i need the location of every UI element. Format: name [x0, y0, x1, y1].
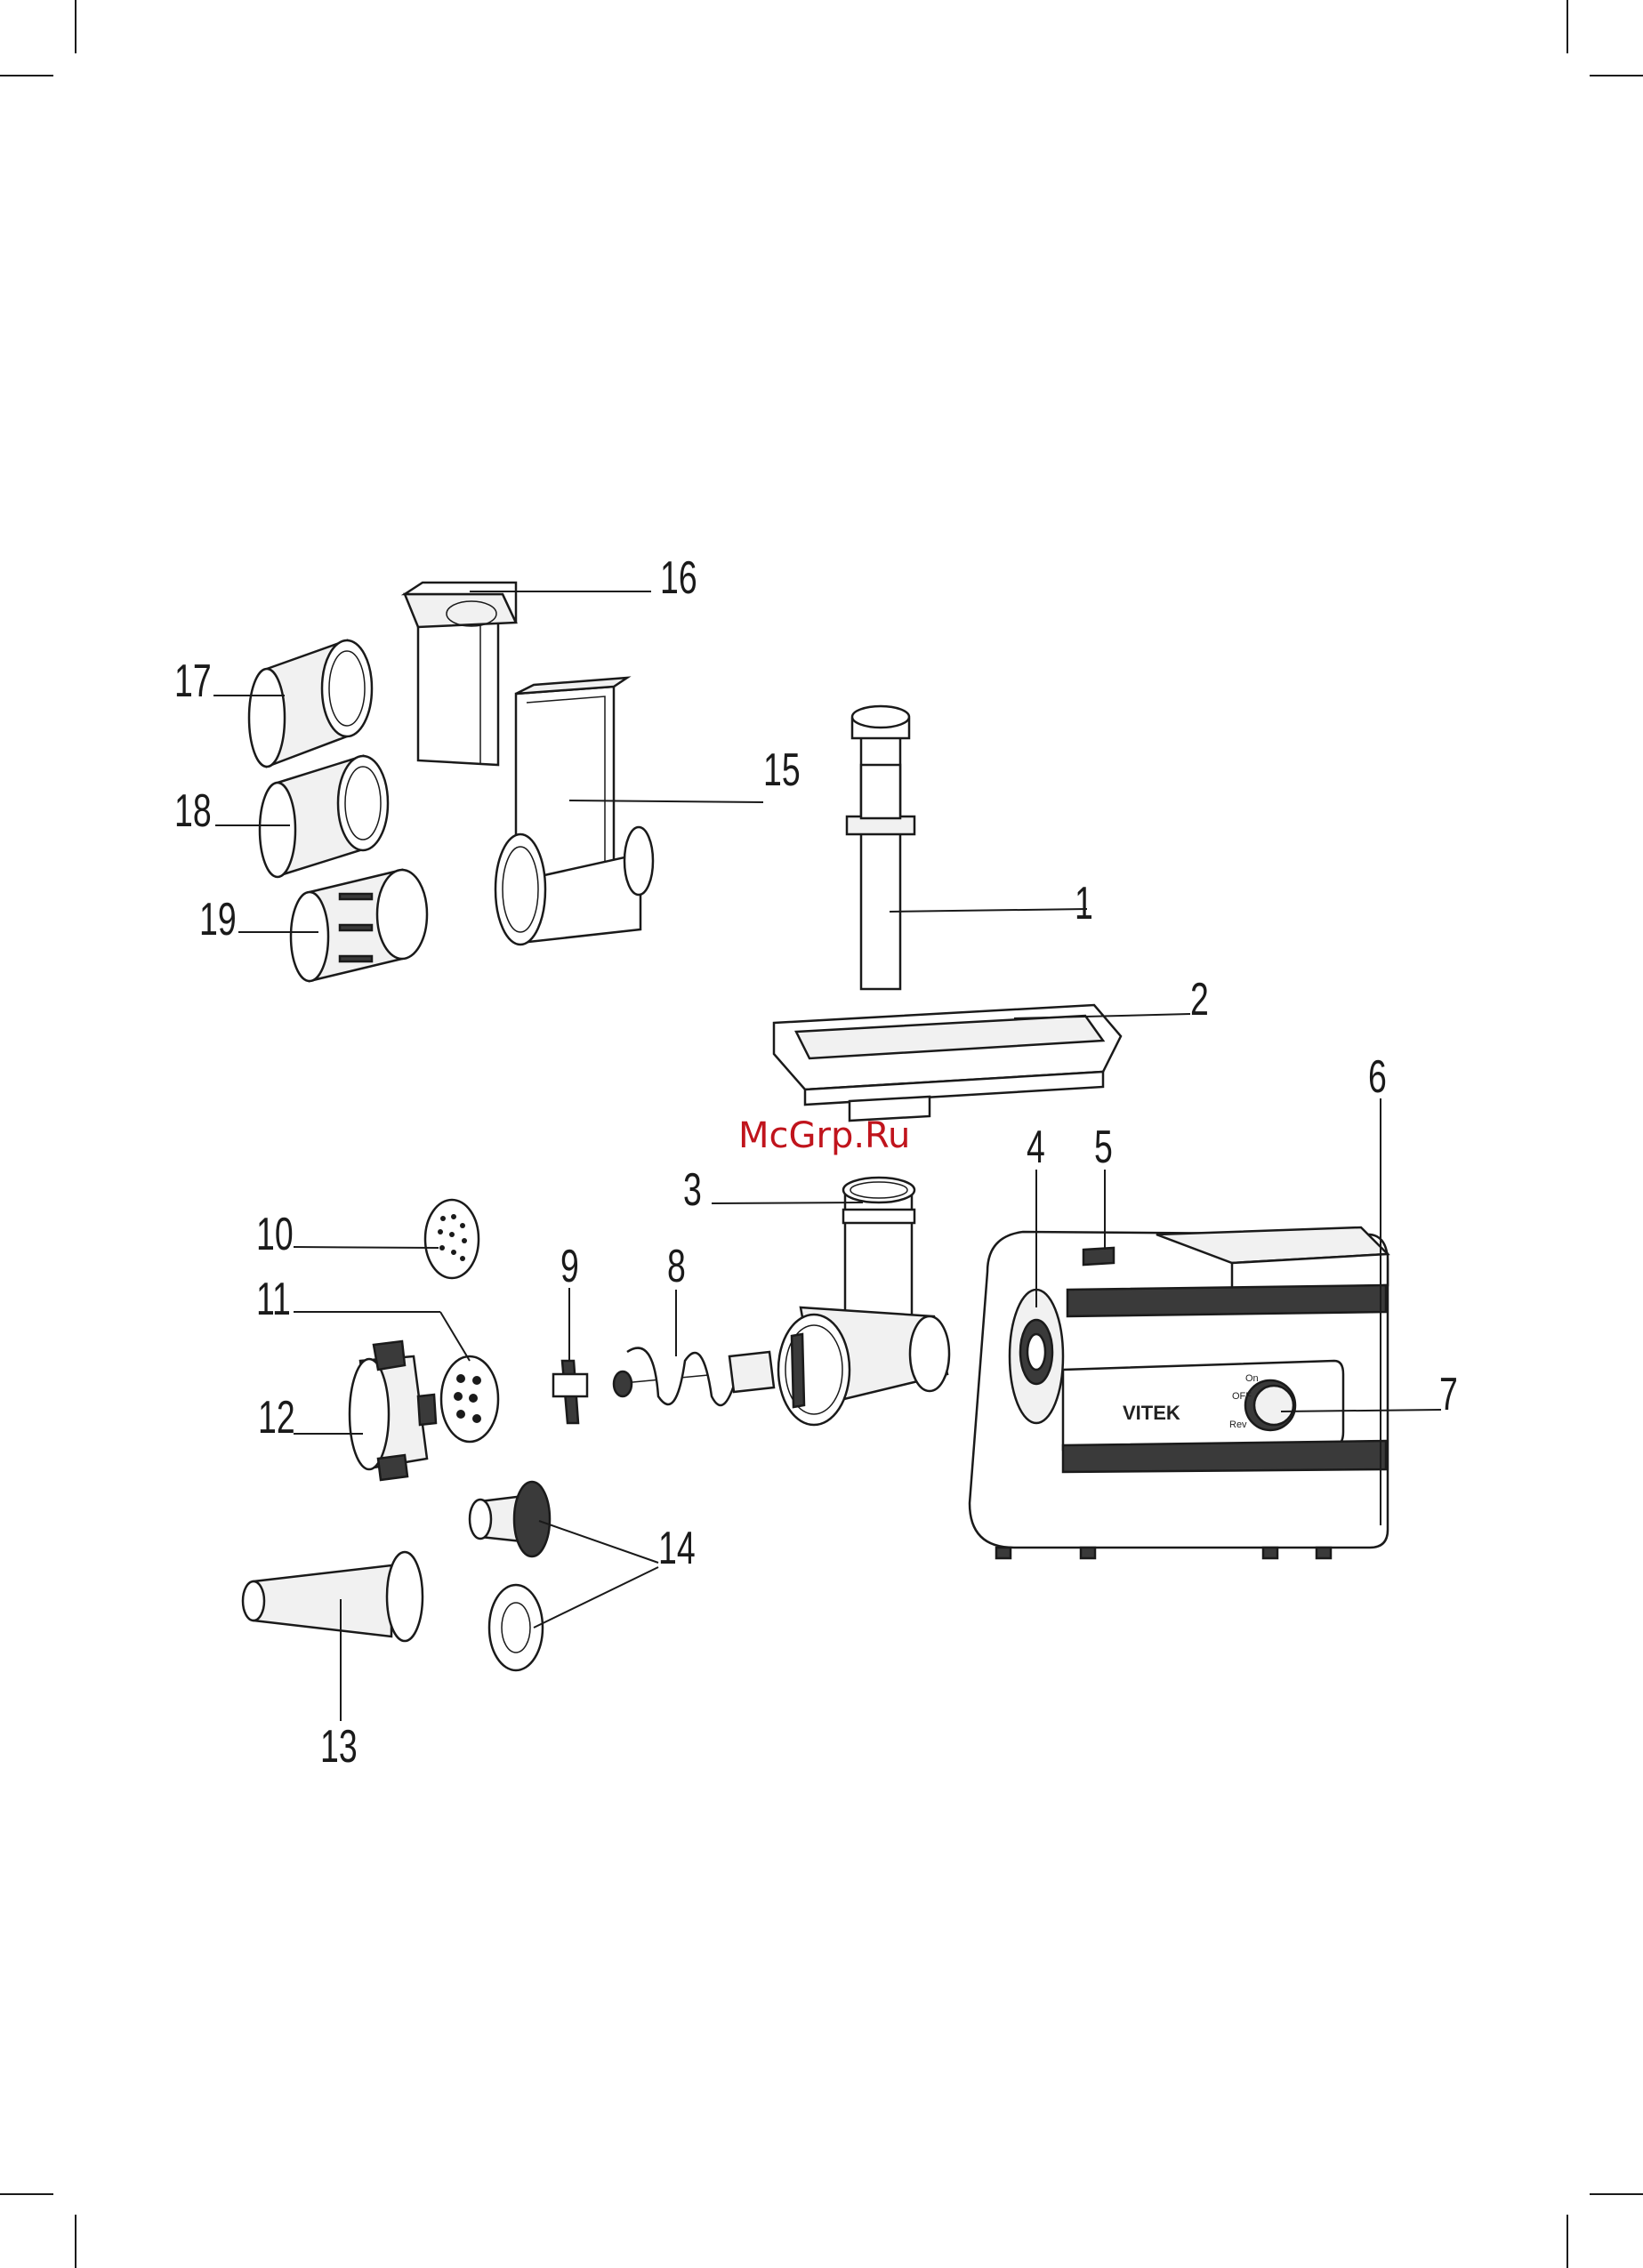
label-8: 8: [667, 1243, 686, 1290]
label-11: 11: [256, 1276, 291, 1323]
label-6: 6: [1368, 1054, 1387, 1100]
label-5: 5: [1094, 1124, 1113, 1170]
label-13: 13: [320, 1724, 358, 1770]
label-19: 19: [199, 897, 237, 943]
label-9: 9: [560, 1243, 579, 1290]
label-7: 7: [1439, 1371, 1458, 1418]
label-1: 1: [1075, 881, 1093, 927]
label-10: 10: [256, 1211, 294, 1258]
label-14: 14: [658, 1525, 696, 1572]
label-17: 17: [174, 658, 212, 704]
label-16: 16: [660, 555, 697, 601]
label-3: 3: [683, 1167, 702, 1213]
label-4: 4: [1027, 1124, 1045, 1170]
label-12: 12: [258, 1395, 295, 1441]
label-2: 2: [1190, 977, 1209, 1023]
label-15: 15: [763, 747, 801, 793]
label-18: 18: [174, 788, 212, 834]
